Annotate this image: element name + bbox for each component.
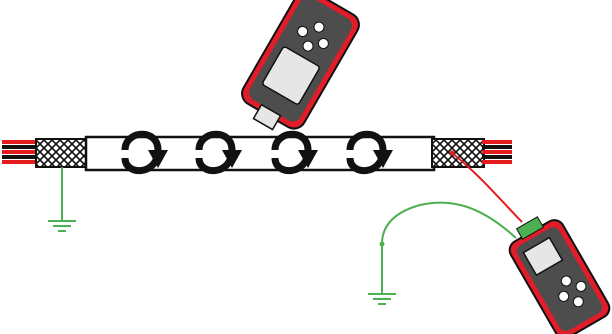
circular-arrow-icon: [121, 130, 168, 175]
circular-arrow-icon: [195, 130, 242, 175]
circular-arrow-icon: [271, 130, 318, 175]
green-ground-lead: [381, 201, 517, 294]
ground-symbol-icon: [48, 167, 76, 232]
braided-shield-right: [431, 138, 485, 168]
handheld-tracer-icon: [241, 0, 360, 131]
red-test-lead: [451, 152, 523, 223]
handheld-meter-icon: [508, 216, 611, 334]
left-wire-bundle: [2, 140, 38, 164]
braided-shield-left: [35, 138, 89, 168]
circular-arrow-icon: [346, 130, 393, 175]
right-wire-bundle: [482, 140, 512, 164]
ground-symbol-icon: [368, 293, 396, 305]
